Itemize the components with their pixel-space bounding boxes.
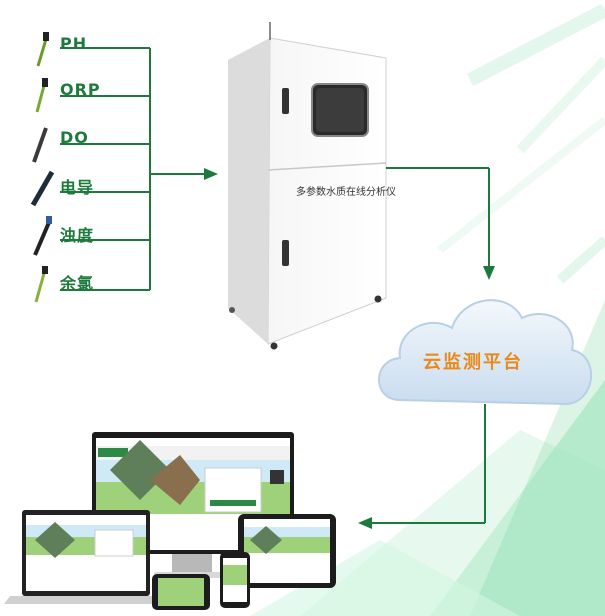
sensor-label-chlorine: 余氯	[60, 274, 95, 293]
cloud-platform-label: 云监测平台	[423, 352, 523, 373]
sensor-label-orp: ORP	[60, 80, 101, 99]
cloud-to-devices-line	[372, 404, 486, 524]
analyzer-to-cloud-line	[386, 167, 490, 268]
cloud-shape	[378, 299, 593, 406]
do-probe-icon	[32, 127, 48, 163]
conductivity-probe-icon	[30, 170, 55, 207]
lower-handle-icon	[282, 240, 289, 266]
sensor-label-conductivity: 电导	[60, 178, 95, 197]
sensor-connection-lines	[60, 47, 205, 291]
arrow-to-cloud	[483, 266, 495, 280]
upper-handle-icon	[282, 88, 289, 114]
chlorine-probe-icon	[34, 266, 48, 303]
orp-probe-icon	[35, 78, 48, 113]
tablet	[238, 514, 336, 588]
device-group	[4, 432, 336, 610]
turbidity-probe-icon	[33, 216, 52, 256]
phone-right	[220, 552, 250, 608]
analyzer-cabinet	[228, 22, 387, 350]
sensor-label-ph: PH	[60, 34, 88, 53]
laptop	[4, 510, 168, 604]
ph-probe-icon	[36, 32, 49, 67]
analyzer-label: 多参数水质在线分析仪	[296, 187, 396, 198]
arrow-to-analyzer	[204, 168, 218, 180]
arrow-to-devices	[358, 517, 372, 529]
sensor-probes	[30, 32, 55, 303]
sensor-label-turbidity: 浊度	[60, 226, 95, 245]
phone-left	[152, 574, 210, 610]
sensor-label-do: DO	[60, 128, 89, 147]
